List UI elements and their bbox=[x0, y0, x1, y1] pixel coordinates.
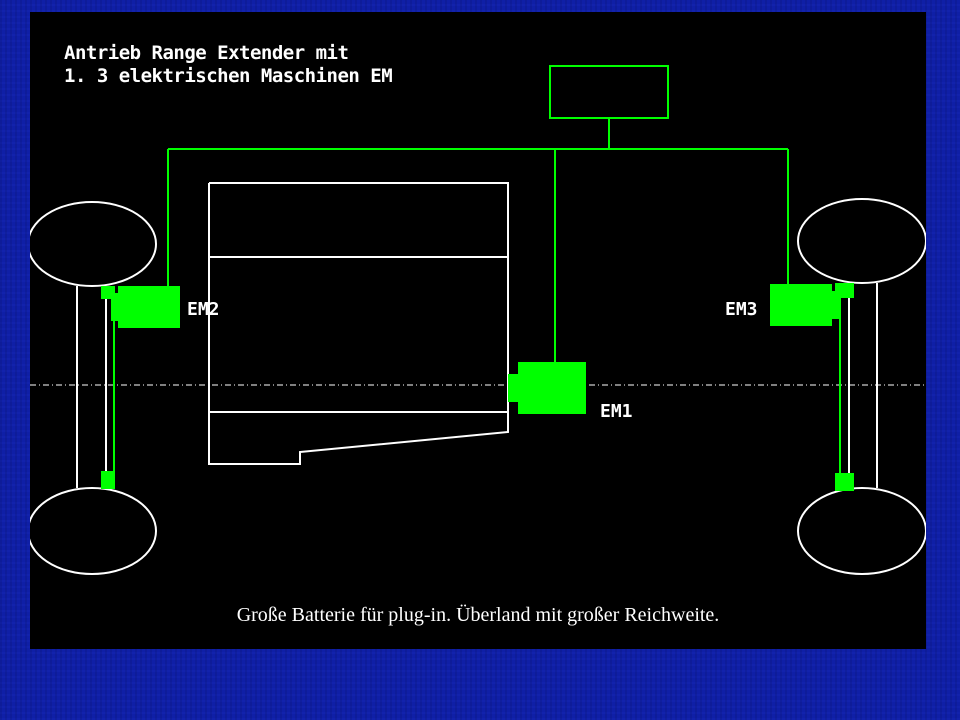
motor-em2-flange bbox=[111, 293, 120, 321]
green-block-left-bottom bbox=[101, 471, 115, 489]
range-extender-box bbox=[549, 65, 669, 119]
green-block-right-top bbox=[835, 283, 854, 298]
title-line-2: 1. 3 elektrischen Maschinen EM bbox=[64, 65, 393, 87]
label-em2: EM2 bbox=[187, 299, 220, 320]
motor-em1 bbox=[518, 362, 586, 414]
motor-em3-flange bbox=[830, 291, 839, 319]
title-line-1: Antrieb Range Extender mit bbox=[64, 42, 349, 64]
green-block-right-bottom bbox=[835, 473, 854, 491]
wheel-rear-left bbox=[30, 487, 157, 575]
slide-panel: Antrieb Range Extender mit 1. 3 elektris… bbox=[30, 12, 926, 649]
motor-em2 bbox=[118, 286, 180, 328]
drivetrain-diagram: EM2 EM3 EM1 bbox=[30, 65, 926, 575]
wheel-front-left bbox=[30, 201, 157, 287]
wheel-rear-right bbox=[797, 487, 926, 575]
battery-block bbox=[208, 182, 509, 465]
motor-em1-flange bbox=[508, 374, 520, 402]
motor-em3 bbox=[770, 284, 832, 326]
label-em3: EM3 bbox=[725, 299, 758, 320]
label-em1: EM1 bbox=[600, 401, 633, 422]
slide-caption: Große Batterie für plug-in. Überland mit… bbox=[236, 604, 720, 626]
wheel-front-right bbox=[797, 198, 926, 284]
